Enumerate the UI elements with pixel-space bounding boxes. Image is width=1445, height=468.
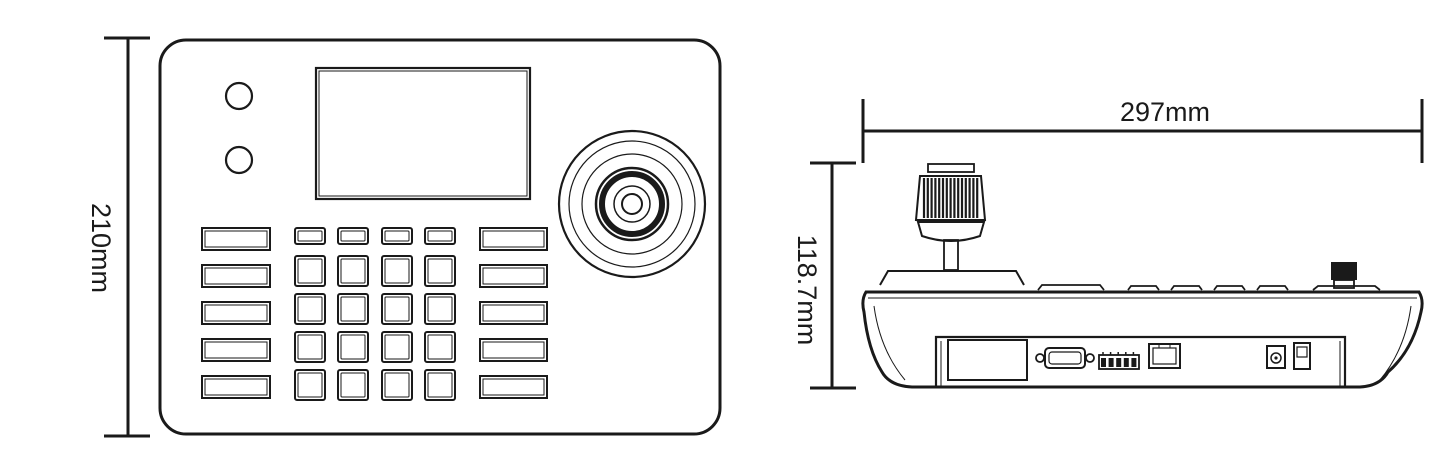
keypad-key-r5-c4 [424,369,456,401]
left-function-keys [201,227,271,399]
keypad-key-r2-c3 [381,255,413,287]
label-plate [947,339,1028,381]
vga-port [1035,347,1095,369]
round-button-top [224,81,254,111]
top-body-outline [158,38,722,436]
right-function-keys [479,227,548,399]
left-function-key-5 [201,375,271,399]
right-function-key-1 [479,227,548,251]
right-function-key-3 [479,301,548,325]
length-dimension: 297mm [861,97,1424,163]
height-label: 210mm [86,203,116,293]
keypad-key-r4-c2 [337,331,369,363]
keypad-key-r3-c1 [294,293,326,325]
round-button-bottom [224,145,254,175]
keypad-key-r4-c4 [424,331,456,363]
keypad-key-r1-c1 [294,227,326,245]
right-function-key-4 [479,338,548,362]
joystick-side [879,163,1025,286]
left-function-key-4 [201,338,271,362]
keypad-key-r3-c3 [381,293,413,325]
keypad-key-r5-c2 [337,369,369,401]
keypad-key-r2-c1 [294,255,326,287]
keypad-key-r1-c2 [337,227,369,245]
side-view: 297mm 118.7mm [792,97,1424,390]
dc-power-jack [1266,345,1286,369]
keypad-key-r5-c3 [381,369,413,401]
power-switch [1293,342,1311,370]
top-view: 210mm [86,36,722,438]
side-height-dimension: 118.7mm [792,161,856,390]
keypad-key-r5-c1 [294,369,326,401]
keypad-key-r1-c3 [381,227,413,245]
length-label: 297mm [1120,97,1210,127]
keypad-key-r1-c4 [424,227,456,245]
terminal-block [1098,352,1140,370]
side-body-outline [861,290,1424,389]
left-function-key-1 [201,227,271,251]
keypad-key-r4-c3 [381,331,413,363]
numeric-keypad [294,227,456,401]
keypad-key-r2-c2 [337,255,369,287]
lcd-screen [314,66,532,201]
side-height-label: 118.7mm [792,235,822,346]
left-function-key-3 [201,301,271,325]
joystick-top [557,129,707,279]
keypad-key-r3-c4 [424,293,456,325]
keypad-key-r2-c4 [424,255,456,287]
rear-panel [934,335,1347,386]
keypad-key-r4-c1 [294,331,326,363]
right-function-key-5 [479,375,548,399]
keypad-key-r3-c2 [337,293,369,325]
rj45-port [1148,343,1181,369]
right-function-key-2 [479,264,548,288]
side-top-buttons [1037,284,1381,291]
bnc-connector [1331,262,1357,289]
height-dimension: 210mm [86,36,150,438]
left-function-key-2 [201,264,271,288]
